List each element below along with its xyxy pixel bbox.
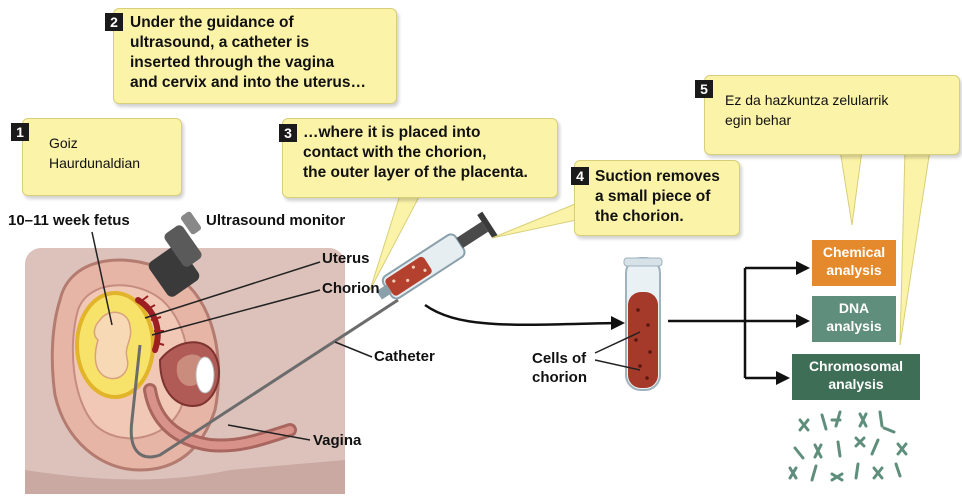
chromosomes [790,412,906,480]
step-2-badge: 2 [105,13,123,31]
step-4-badge: 4 [571,167,589,185]
step-3-badge: 3 [279,124,297,142]
label-cells-of-chorion: Cells of chorion [532,349,587,387]
dna-analysis-box: DNA analysis [812,296,896,342]
step-5-badge: 5 [695,80,713,98]
label-chorion: Chorion [322,280,380,297]
label-catheter: Catheter [374,348,435,365]
step-1-text: Goiz Haurdunaldian [49,133,140,173]
label-ultrasound-monitor: Ultrasound monitor [206,212,345,229]
chemical-analysis-box: Chemical analysis [812,240,896,286]
label-fetus: 10–11 week fetus [8,212,130,229]
step-3-text: …where it is placed into contact with th… [303,123,528,183]
callout-step-2: 2 Under the guidance of ultrasound, a ca… [113,8,397,104]
label-vagina: Vagina [313,432,361,449]
step-5-text: Ez da hazkuntza zelularrik egin behar [725,90,888,130]
callout-step-4: 4 Suction removes a small piece of the c… [574,160,740,236]
chromosomal-analysis-box: Chromosomal analysis [792,354,920,400]
label-uterus: Uterus [322,250,370,267]
step-2-text: Under the guidance of ultrasound, a cath… [130,13,366,93]
callout-step-1: 1 Goiz Haurdunaldian [22,118,182,196]
step-4-text: Suction removes a small piece of the cho… [595,167,720,227]
callout-step-5: 5 Ez da hazkuntza zelularrik egin behar [704,75,960,155]
callout-step-3: 3 …where it is placed into contact with … [282,118,558,198]
bladder [196,357,214,393]
test-tube [624,258,662,390]
fetus [94,312,130,378]
step-1-badge: 1 [11,123,29,141]
